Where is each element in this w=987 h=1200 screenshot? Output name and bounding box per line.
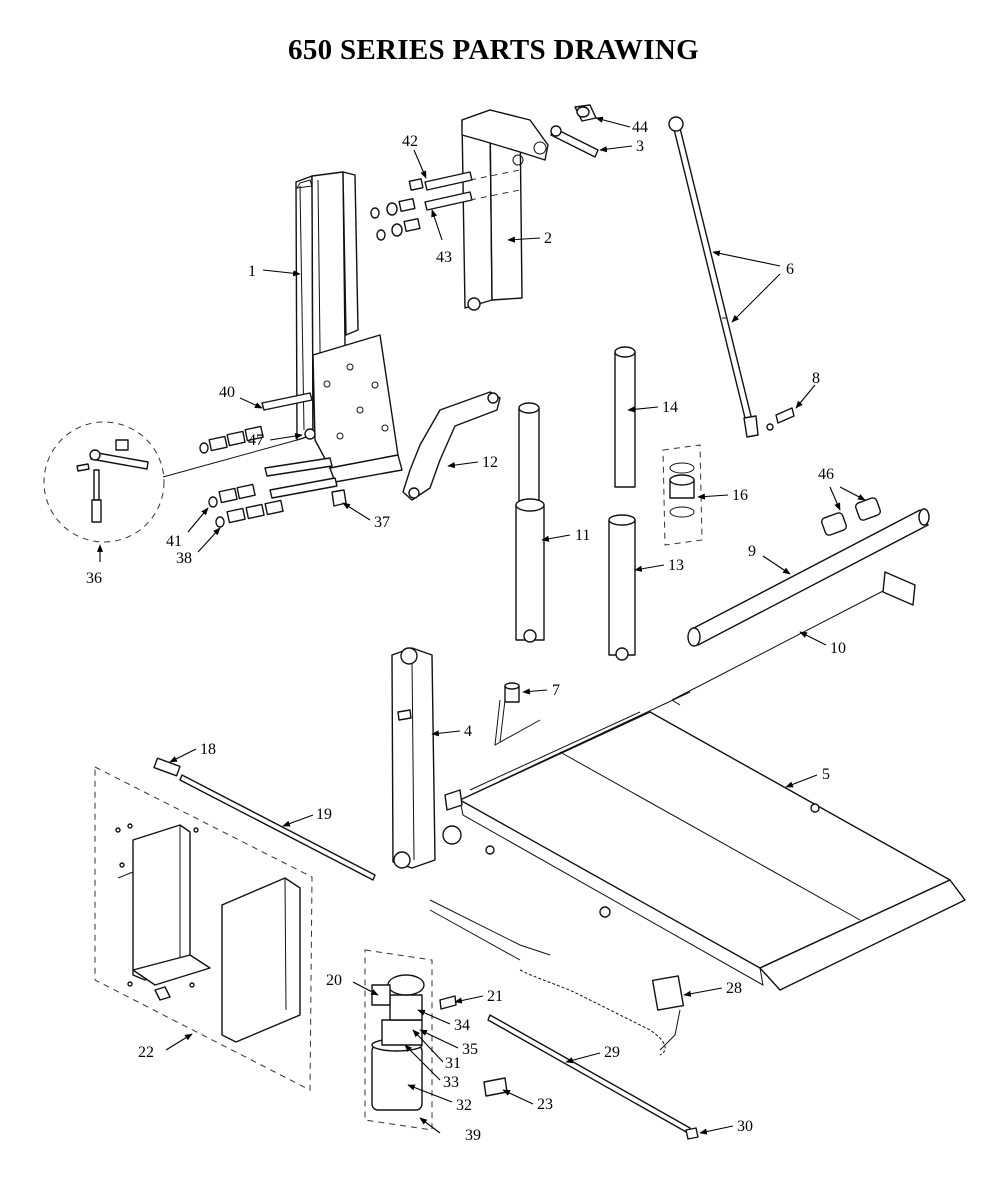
part-18-pin [153,757,181,777]
callout-6: 6 [786,261,794,278]
callout-47: 47 [248,432,264,449]
callout-38: 38 [176,550,192,567]
callout-11: 11 [575,527,590,544]
part-9-tube [687,508,930,647]
callout-21: 21 [487,988,503,1005]
callout-34: 34 [454,1017,470,1034]
part-22-pump-enclosure [94,766,313,1091]
part-10-rod [671,571,916,706]
callout-36: 36 [86,570,102,587]
callout-31: 31 [445,1055,461,1072]
part-13-tube [608,514,636,661]
callouts: 1 2 3 4 5 6 7 8 9 10 11 12 13 14 16 18 [86,116,866,1144]
part-12-arm [402,391,501,501]
callout-30: 30 [737,1118,753,1135]
callout-20: 20 [326,972,342,989]
callout-18: 18 [200,741,216,758]
part-28-cable-and-control [429,899,685,1056]
part-19-shaft [179,774,376,881]
callout-13: 13 [668,557,684,574]
callout-41: 41 [166,533,182,550]
part-42-43-pins-and-bushings [370,169,521,241]
callout-12: 12 [482,454,498,471]
callout-7: 7 [552,682,560,699]
callout-44: 44 [632,119,648,136]
part-6-rod [668,116,759,438]
callout-33: 33 [443,1074,459,1091]
drawing-title: 650 SERIES PARTS DRAWING [288,34,699,66]
callout-1: 1 [248,263,256,280]
callout-5: 5 [822,766,830,783]
callout-19: 19 [316,806,332,823]
callout-46: 46 [818,466,834,483]
callout-43: 43 [436,249,452,266]
callout-14: 14 [662,399,678,416]
callout-40: 40 [219,384,235,401]
callout-37: 37 [374,514,390,531]
callout-3: 3 [636,138,644,155]
part-40-41-38-pins [199,392,347,528]
callout-42: 42 [402,133,418,150]
part-36-detail-view [43,421,298,543]
part-11-hydraulic-cylinder [515,402,545,643]
part-8-clevis [766,407,795,431]
part-30-clip [685,1127,699,1140]
callout-28: 28 [726,980,742,997]
part-39-power-unit [364,949,457,1131]
callout-2: 2 [544,230,552,247]
part-14-tube [614,346,636,488]
callout-39: 39 [465,1127,481,1144]
callout-32: 32 [456,1097,472,1114]
part-29-bar [487,1014,691,1134]
part-46-rollers [821,497,881,536]
callout-22: 22 [138,1044,154,1061]
callout-8: 8 [812,370,820,387]
callout-10: 10 [830,640,846,657]
callout-29: 29 [604,1044,620,1061]
part-16-bearing-set [662,444,703,546]
callout-16: 16 [732,487,748,504]
part-23-switch [483,1077,508,1097]
part-5-platform [442,691,966,991]
callout-35: 35 [462,1041,478,1058]
callout-4: 4 [464,723,472,740]
part-7-bracket [494,682,541,746]
callout-9: 9 [748,543,756,560]
callout-23: 23 [537,1096,553,1113]
part-4-lower-arm [391,647,436,869]
part-2-upright [461,109,549,311]
part-3-link-and-44-bushing [550,104,599,158]
